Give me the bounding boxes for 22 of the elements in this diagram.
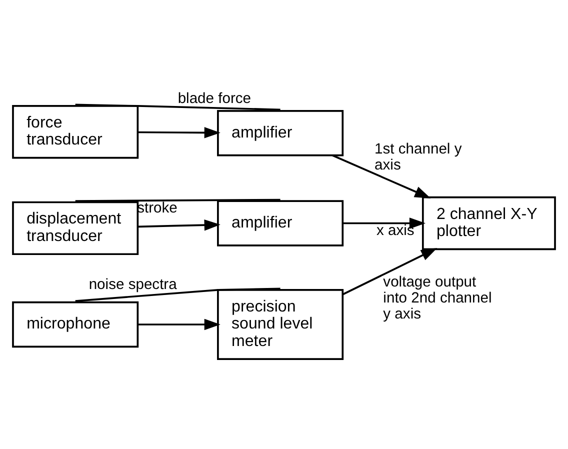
edge-label: stroke bbox=[137, 200, 178, 216]
arrow bbox=[138, 218, 220, 230]
connector bbox=[75, 287, 280, 302]
connector bbox=[75, 103, 280, 110]
edge-label: 1st channel y axis bbox=[374, 141, 462, 174]
edge-label: x axis bbox=[376, 222, 414, 239]
node-box: displacement transducer bbox=[12, 200, 139, 255]
node-box: amplifier bbox=[217, 109, 344, 156]
node-box: amplifier bbox=[217, 200, 344, 246]
node-box: 2 channel X-Y plotter bbox=[422, 196, 556, 250]
node-box: force transducer bbox=[12, 104, 139, 158]
arrow bbox=[342, 217, 426, 228]
edge-label: noise spectra bbox=[88, 276, 177, 292]
edge-label: voltage output into 2nd channel y axis bbox=[383, 274, 492, 322]
arrow bbox=[342, 248, 438, 295]
arrow bbox=[138, 126, 220, 138]
arrow bbox=[332, 154, 431, 198]
edge-label: blade force bbox=[178, 90, 252, 106]
node-box: microphone bbox=[12, 300, 139, 348]
arrow bbox=[138, 318, 220, 330]
connector bbox=[75, 198, 280, 202]
node-box: precision sound level meter bbox=[217, 288, 344, 360]
